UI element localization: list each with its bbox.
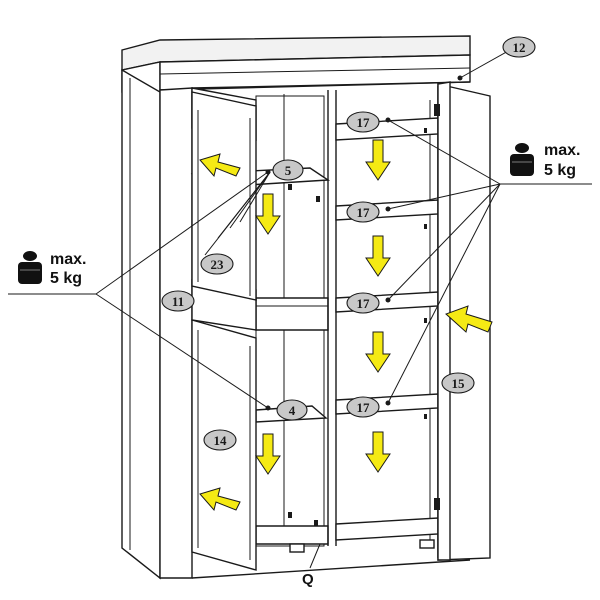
svg-text:15: 15 — [452, 376, 466, 391]
part-badge-12: 12 — [502, 36, 536, 58]
point-label-q: Q — [302, 571, 314, 588]
arrow-icons — [199, 139, 493, 512]
part-badge-15: 15 — [441, 372, 475, 394]
arrow-icon — [365, 331, 391, 373]
svg-text:17: 17 — [357, 296, 371, 311]
part-badge-17c: 17 — [346, 292, 380, 314]
svg-text:5: 5 — [285, 163, 292, 178]
arrow-icon — [255, 433, 281, 475]
arrow-icon — [199, 153, 241, 178]
weight-label-right-line1: max. — [544, 142, 580, 159]
arrow-icon — [365, 431, 391, 473]
weight-label-left-line2: 5 kg — [50, 270, 82, 287]
weight-icon-right — [510, 143, 534, 176]
leader-lines — [8, 49, 592, 569]
arrow-icon — [365, 235, 391, 277]
part-badge-4: 4 — [276, 399, 308, 421]
svg-text:12: 12 — [513, 40, 526, 55]
arrow-icon — [255, 193, 281, 235]
arrow-icon — [199, 487, 241, 512]
arrow-icon — [445, 305, 493, 333]
svg-text:11: 11 — [172, 294, 184, 309]
part-badge-14: 14 — [203, 429, 237, 451]
left-upper-door — [191, 91, 257, 301]
part-badge-17d: 17 — [346, 396, 380, 418]
part-badge-17a: 17 — [346, 111, 380, 133]
weight-label-left-line1: max. — [50, 251, 86, 268]
part-badge-5: 5 — [272, 159, 304, 181]
cabinet-frame — [159, 81, 471, 579]
svg-text:17: 17 — [357, 400, 371, 415]
part-badge-17b: 17 — [346, 201, 380, 223]
svg-text:17: 17 — [357, 115, 371, 130]
arrow-icon — [365, 139, 391, 181]
svg-text:14: 14 — [214, 433, 228, 448]
svg-text:17: 17 — [357, 205, 371, 220]
svg-text:23: 23 — [211, 257, 225, 272]
svg-text:4: 4 — [289, 403, 296, 418]
attachment-dots — [265, 75, 463, 411]
cabinet-top — [121, 35, 471, 93]
weight-label-right-line2: 5 kg — [544, 162, 576, 179]
weight-icon-left — [18, 251, 42, 284]
part-badge-23: 23 — [200, 253, 234, 275]
part-badge-11: 11 — [161, 290, 195, 312]
